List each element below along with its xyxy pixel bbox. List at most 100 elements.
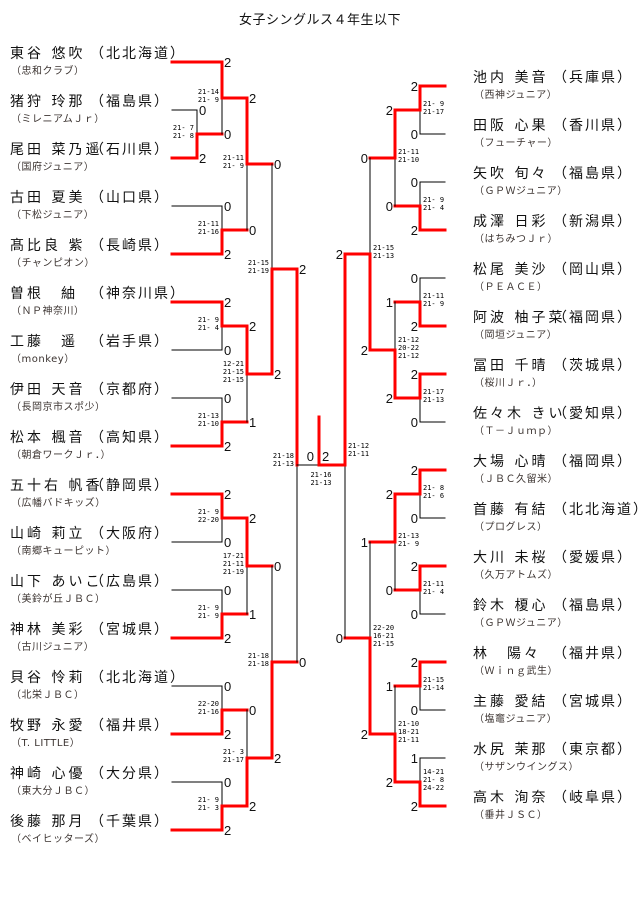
player-name: 神林 美彩: [10, 622, 86, 638]
match-score: 0: [361, 151, 368, 166]
player-name: 阿波 柚子菜: [473, 310, 566, 326]
game-scores: 24-22: [423, 784, 444, 792]
player-prefecture: （石川県）: [90, 142, 170, 158]
player-name: 後藤 那月: [10, 814, 86, 830]
match-score: 0: [224, 391, 231, 406]
game-scores: 21-15: [248, 259, 269, 267]
match-score: 2: [249, 799, 256, 814]
player-club: （ＧＰＷジュニア）: [474, 186, 568, 197]
match-score: 1: [249, 415, 256, 430]
match-score: 2: [386, 775, 393, 790]
player-prefecture: （宮城県）: [90, 622, 170, 638]
match-score: 2: [249, 511, 256, 526]
player-name: 古田 夏美: [10, 190, 86, 206]
player-prefecture: （千葉県）: [90, 814, 170, 830]
player-club: （サザンウイングス）: [474, 762, 579, 773]
final-game-scores: 21-13: [310, 479, 331, 487]
game-scores: 21-11: [223, 154, 244, 162]
page-title: 女子シングルス４年生以下: [238, 13, 401, 28]
player-club: （長岡京市スポ少）: [11, 402, 106, 413]
player-prefecture: （長崎県）: [90, 238, 170, 254]
player-name: 高木 洵奈: [473, 790, 549, 806]
match-score: 0: [411, 511, 418, 526]
player-prefecture: （岡山県）: [553, 262, 633, 278]
match-score: 0: [224, 679, 231, 694]
match-score: 2: [411, 223, 418, 238]
game-scores: 21-16: [198, 708, 219, 716]
player-club: （Ｔ－Ｊｕｍｐ）: [474, 426, 558, 437]
match-score: 2: [386, 391, 393, 406]
player-name: 山崎 莉立: [10, 526, 86, 542]
game-scores: 21- 4: [198, 324, 219, 332]
player-club: （下松ジュニア）: [11, 210, 95, 221]
player-prefecture: （東京都）: [553, 742, 633, 758]
game-scores: 21- 8: [423, 484, 444, 492]
game-scores: 21-11: [348, 450, 369, 458]
game-scores: 21-19: [223, 568, 244, 576]
player-club: （東大分ＪＢＣ）: [11, 786, 95, 797]
game-scores: 21-11: [398, 736, 419, 744]
game-scores: 21- 8: [423, 776, 444, 784]
game-scores: 21-11: [423, 292, 444, 300]
game-scores: 21- 3: [223, 748, 244, 756]
match-score: 0: [224, 343, 231, 358]
match-score: 1: [411, 751, 418, 766]
match-score: 2: [249, 91, 256, 106]
player-prefecture: （静岡県）: [90, 478, 170, 494]
match-score: 2: [224, 55, 231, 70]
final-game-scores: 21-16: [310, 471, 331, 479]
game-scores: 21- 7: [173, 124, 194, 132]
player-club: （忠和クラブ）: [11, 66, 85, 77]
match-score: 0: [274, 157, 281, 172]
player-prefecture: （茨城県）: [553, 358, 633, 374]
game-scores: 21- 9: [198, 96, 219, 104]
player-club: （はちみつＪｒ）: [474, 234, 558, 245]
match-score: 2: [386, 103, 393, 118]
game-scores: 21- 4: [423, 588, 444, 596]
player-name: 首藤 有結: [473, 502, 549, 518]
game-scores: 21-15: [423, 676, 444, 684]
game-scores: 21- 9: [198, 604, 219, 612]
game-scores: 21- 4: [423, 204, 444, 212]
game-scores: 21-12: [398, 352, 419, 360]
game-scores: 21-13: [423, 396, 444, 404]
match-score: 0: [336, 631, 343, 646]
match-score: 2: [274, 367, 281, 382]
player-prefecture: （京都府）: [90, 382, 170, 398]
match-score: 2: [411, 463, 418, 478]
game-scores: 18-21: [398, 728, 419, 736]
match-score: 2: [386, 487, 393, 502]
player-prefecture: （大阪府）: [90, 526, 170, 542]
match-score: 0: [249, 223, 256, 238]
player-club: （広幡バドキッズ）: [11, 498, 106, 509]
player-name: 冨田 千晴: [473, 358, 549, 374]
game-scores: 21- 9: [198, 316, 219, 324]
match-score: 2: [224, 487, 231, 502]
player-prefecture: （福井県）: [90, 718, 170, 734]
game-scores: 21-15: [223, 376, 244, 384]
match-score: 2: [336, 247, 343, 262]
match-score: 0: [411, 415, 418, 430]
player-club: （西神ジュニア）: [474, 90, 558, 101]
match-score: 2: [411, 559, 418, 574]
match-score: 0: [411, 607, 418, 622]
player-name: 山下 あいこ: [10, 574, 103, 590]
game-scores: 21-13: [273, 460, 294, 468]
game-scores: 21-18: [273, 452, 294, 460]
player-name: 田阪 心果: [473, 118, 549, 134]
player-prefecture: （北北海道）: [90, 670, 186, 686]
game-scores: 21-11: [423, 580, 444, 588]
player-name: 水尻 茉那: [473, 742, 549, 758]
player-prefecture: （新潟県）: [553, 214, 633, 230]
player-prefecture: （福島県）: [90, 94, 170, 110]
match-score: 2: [361, 727, 368, 742]
game-scores: 21-14: [423, 684, 444, 692]
player-club: （塩竈ジュニア）: [474, 714, 558, 725]
player-name: 牧野 永愛: [10, 718, 86, 734]
game-scores: 21-12: [398, 336, 419, 344]
player-name: 矢吹 旬々: [473, 166, 549, 182]
player-club: （古川ジュニア）: [11, 642, 95, 653]
player-name: 成澤 日彩: [473, 214, 549, 230]
player-prefecture: （福岡県）: [553, 454, 633, 470]
